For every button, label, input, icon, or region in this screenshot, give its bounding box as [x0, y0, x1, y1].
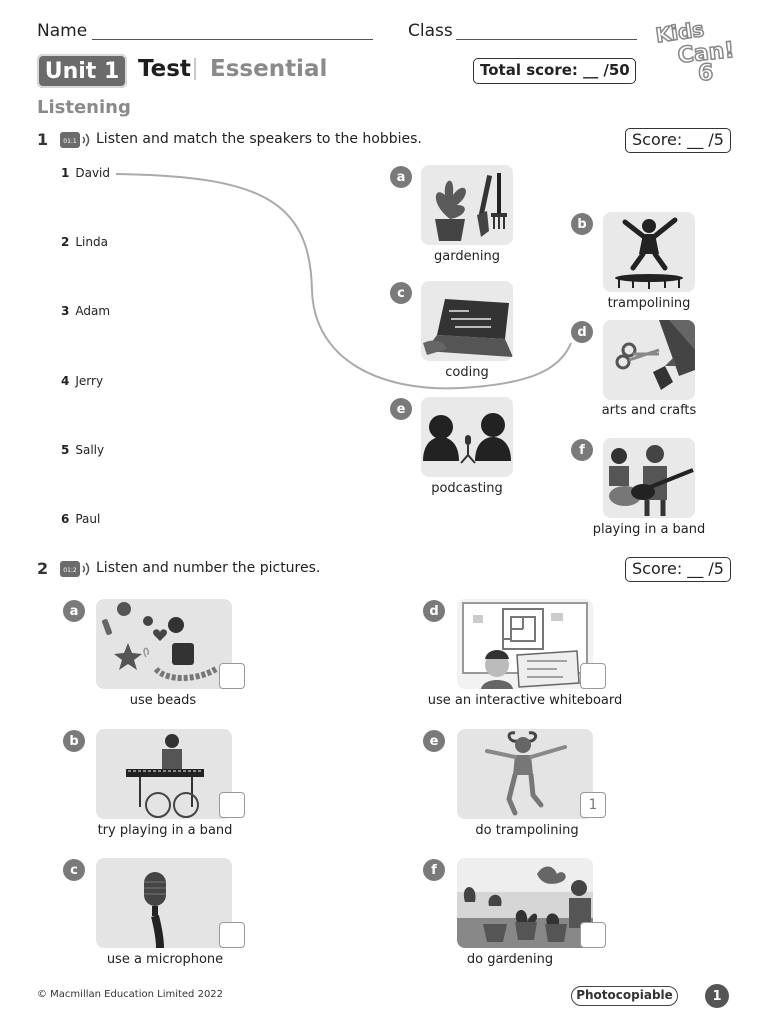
audio-track-icon[interactable]: 01:2	[60, 560, 94, 578]
class-label: Class	[408, 21, 453, 41]
picture-do-gardening	[457, 858, 593, 948]
level-title: Essential	[210, 56, 328, 82]
picture-caption: use an interactive whiteboard	[427, 693, 623, 708]
q1-number: 1	[37, 130, 49, 149]
whiteboard-icon	[462, 602, 588, 689]
hobby-picture-podcasting	[421, 397, 513, 477]
picture-caption: use beads	[129, 693, 197, 708]
audio-track-icon[interactable]: 01:1	[60, 131, 94, 149]
q2-score-box: Score: __ /5	[625, 557, 731, 582]
hobby-letter-d: d	[571, 321, 593, 343]
picture-letter-b: b	[63, 730, 85, 752]
test-title: Test	[138, 56, 191, 82]
picture-letter-d: d	[423, 600, 445, 622]
hobby-caption: trampolining	[607, 296, 691, 311]
hobby-caption: gardening	[434, 249, 500, 264]
beads-icon	[102, 602, 218, 681]
answer-box-e[interactable]: 1	[580, 792, 606, 818]
hobby-letter-e: e	[390, 398, 412, 420]
picture-try-playing-in-a-band	[96, 729, 232, 819]
hobby-letter-c: c	[390, 282, 412, 304]
picture-use-an-interactive-whiteboard	[457, 599, 593, 689]
hobby-picture-playing-in-a-band	[603, 438, 695, 518]
answer-box-b[interactable]	[219, 792, 245, 818]
page-number: 1	[705, 984, 729, 1008]
keyboard-player-icon	[126, 734, 204, 818]
picture-use-a-microphone	[96, 858, 232, 948]
copyright-text: © Macmillan Education Limited 2022	[37, 989, 224, 1000]
picture-do-trampolining	[457, 729, 593, 819]
hobby-caption: coding	[445, 365, 489, 380]
q2-instruction: Listen and number the pictures.	[96, 560, 321, 576]
plant-tools-icon	[435, 173, 507, 241]
hobby-picture-coding	[421, 281, 513, 361]
picture-caption: try playing in a band	[97, 823, 233, 838]
logo-text-kids: Kids	[654, 17, 705, 48]
scissors-paper-icon	[615, 320, 695, 390]
picture-letter-f: f	[423, 859, 445, 881]
picture-letter-e: e	[423, 730, 445, 752]
hobby-caption: playing in a band	[592, 522, 706, 537]
logo-level: 6	[698, 61, 713, 84]
podcast-people-icon	[423, 413, 511, 464]
unit-badge: Unit 1	[37, 54, 127, 88]
total-score-box: Total score: __ /50	[473, 58, 636, 84]
picture-use-beads	[96, 599, 232, 689]
name-field[interactable]	[92, 39, 373, 40]
laptop-code-icon	[423, 299, 513, 357]
photocopiable-badge: Photocopiable	[571, 986, 678, 1006]
picture-caption: do gardening	[466, 952, 554, 967]
hobby-caption: podcasting	[431, 481, 503, 496]
name-label: Name	[37, 21, 88, 41]
q1-score-box: Score: __ /5	[625, 128, 731, 153]
hobby-letter-a: a	[390, 166, 412, 188]
jumping-girl-icon	[485, 731, 567, 816]
hobby-picture-trampolining	[603, 212, 695, 292]
picture-caption: do trampolining	[475, 823, 579, 838]
class-field[interactable]	[456, 39, 637, 40]
trampoline-icon	[615, 217, 683, 289]
answer-box-c[interactable]	[219, 922, 245, 948]
garden-pots-icon	[457, 858, 593, 948]
q2-number: 2	[37, 559, 49, 578]
answer-box-d[interactable]	[580, 663, 606, 689]
q2-track-label: 01:2	[63, 567, 77, 574]
hobby-caption: arts and crafts	[601, 403, 697, 418]
q1-track-label: 01:1	[63, 138, 77, 145]
picture-letter-a: a	[63, 600, 85, 622]
picture-letter-c: c	[63, 859, 85, 881]
title-separator	[194, 58, 196, 80]
answer-box-f[interactable]	[580, 922, 606, 948]
hobby-letter-f: f	[571, 439, 593, 461]
band-guitar-icon	[609, 445, 694, 516]
hobby-picture-gardening	[421, 165, 513, 245]
hobby-letter-b: b	[571, 213, 593, 235]
section-title: Listening	[37, 97, 131, 118]
kids-can-logo: Kids Can! 6	[654, 16, 734, 84]
picture-caption: use a microphone	[106, 952, 224, 967]
answer-box-a[interactable]	[219, 663, 245, 689]
microphone-icon	[144, 872, 166, 948]
hobby-picture-arts-and-crafts	[603, 320, 695, 400]
q1-instruction: Listen and match the speakers to the hob…	[96, 131, 422, 147]
